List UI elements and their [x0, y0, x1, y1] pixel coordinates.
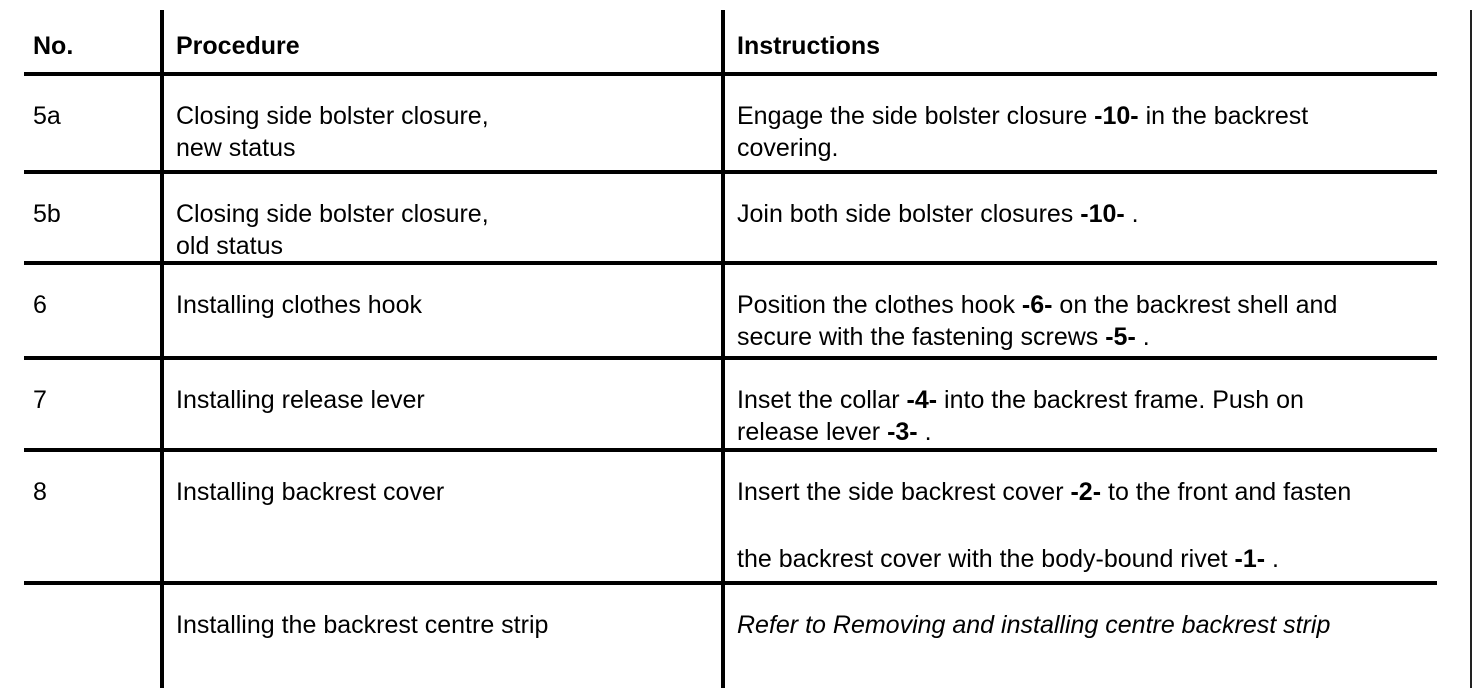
text-line: Join both side bolster closures -10- .	[737, 198, 1139, 230]
text-line: Closing side bolster closure,	[176, 200, 489, 228]
column-divider-procedure	[160, 10, 164, 688]
row-divider	[24, 170, 1437, 174]
text-line: Insert the side backrest cover -2- to th…	[737, 476, 1351, 508]
text-line: Installing backrest cover	[176, 478, 445, 506]
text-line: covering.	[737, 132, 1308, 164]
part-ref: -5-	[1105, 323, 1136, 351]
header-no: No.	[33, 32, 74, 60]
cell-procedure: Installing backrest cover	[176, 476, 444, 508]
part-ref: -10-	[1094, 102, 1139, 130]
text-segment: into the backrest frame. Push on	[937, 386, 1304, 414]
text-line: old status	[176, 232, 284, 260]
table-row: 8 Installing backrest cover Insert the sid…	[0, 452, 1472, 581]
part-ref: -2-	[1070, 478, 1102, 506]
header-instructions: Instructions	[737, 32, 881, 60]
text-segment: in the backrest	[1138, 102, 1309, 130]
text-segment: covering.	[737, 134, 839, 162]
text-line: Engage the side bolster closure -10- in …	[737, 100, 1308, 132]
text-line: Refer to Removing and installing centre …	[737, 609, 1330, 641]
cell-procedure: Closing side bolster closure, old status	[176, 198, 489, 262]
text-segment: .	[1135, 323, 1150, 351]
cell-procedure: Installing clothes hook	[176, 289, 422, 321]
cell-procedure: Closing side bolster closure, new status	[176, 100, 489, 164]
cell-no: 8	[33, 476, 47, 508]
text-segment: secure with the fastening screws	[737, 323, 1106, 351]
header-procedure: Procedure	[176, 32, 300, 60]
text-segment: Engage the side bolster closure	[737, 102, 1095, 130]
row-number: 5b	[33, 200, 61, 228]
row-number: 6	[33, 291, 47, 319]
part-ref: -10-	[1080, 200, 1125, 228]
text-line: Installing clothes hook	[176, 291, 422, 319]
text-segment: .	[1265, 545, 1279, 573]
table-row: 5a Closing side bolster closure, new statu…	[0, 76, 1472, 170]
table-row: 6 Installing clothes hook Position the clo…	[0, 265, 1472, 356]
text-segment: Join both side bolster closures	[737, 200, 1081, 228]
cell-instructions: Join both side bolster closures -10- .	[737, 198, 1139, 230]
row-divider	[24, 261, 1437, 265]
text-segment: Position the clothes hook	[737, 291, 1022, 319]
cell-no: 5a	[33, 100, 61, 132]
table-row: 7 Installing release lever Inset the colla…	[0, 360, 1472, 448]
text-segment: Insert the side backrest cover	[737, 478, 1071, 506]
cell-instructions: Insert the side backrest cover -2- to th…	[737, 476, 1351, 575]
row-divider	[24, 448, 1437, 452]
cell-no: 5b	[33, 198, 61, 230]
cell-procedure: Installing the backrest centre strip	[176, 609, 548, 641]
text-line: the backrest cover with the body-bound r…	[737, 543, 1351, 575]
cell-instructions: Engage the side bolster closure -10- in …	[737, 100, 1308, 164]
row-divider	[24, 581, 1437, 585]
text-line: Installing the backrest centre strip	[176, 611, 549, 639]
text-segment: on the backrest shell and	[1052, 291, 1338, 319]
part-ref: -1-	[1234, 545, 1266, 573]
cell-procedure: Installing release lever	[176, 384, 425, 416]
cell-instructions: Inset the collar -4- into the backrest f…	[737, 384, 1304, 448]
text-line: Position the clothes hook -6- on the bac…	[737, 289, 1337, 321]
row-number: 8	[33, 478, 47, 506]
row-number: 7	[33, 386, 47, 414]
text-segment: Removing and installing centre backrest …	[825, 611, 1331, 639]
part-ref: -4-	[906, 386, 938, 414]
text-line: secure with the fastening screws -5- .	[737, 321, 1337, 353]
part-ref: -6-	[1021, 291, 1053, 319]
cell-no: 6	[33, 289, 47, 321]
text-segment: Inset the collar	[737, 386, 907, 414]
text-segment: the backrest cover with the body-bound r…	[737, 545, 1235, 573]
table-row: Installing the backrest centre strip Refe…	[0, 585, 1472, 700]
text-line: new status	[176, 134, 296, 162]
row-divider-header	[24, 72, 1437, 76]
cell-no: 7	[33, 384, 47, 416]
cell-instructions: Refer to Removing and installing centre …	[737, 609, 1330, 641]
table-row: 5b Closing side bolster closure, old statu…	[0, 174, 1472, 261]
row-number: 5a	[33, 102, 61, 130]
text-line: Installing release lever	[176, 386, 425, 414]
text-segment: to the front and fasten	[1101, 478, 1352, 506]
text-segment: .	[917, 418, 932, 446]
row-divider	[24, 356, 1437, 360]
column-divider-right-edge	[1470, 10, 1472, 688]
text-line: Inset the collar -4- into the backrest f…	[737, 384, 1304, 416]
column-divider-instructions	[721, 10, 725, 688]
text-line: Closing side bolster closure,	[176, 102, 489, 130]
text-segment: Refer to	[737, 611, 826, 639]
text-segment: .	[1124, 200, 1139, 228]
part-ref: -3-	[887, 418, 918, 446]
text-segment: release lever	[737, 418, 888, 446]
text-line: release lever -3- .	[737, 416, 1304, 448]
cell-instructions: Position the clothes hook -6- on the bac…	[737, 289, 1337, 353]
blank-line	[737, 508, 1351, 543]
